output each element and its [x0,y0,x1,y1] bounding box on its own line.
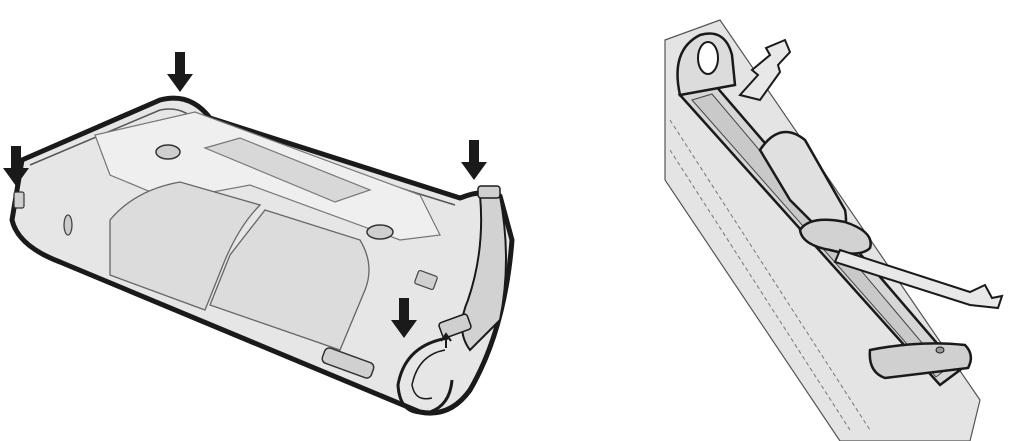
strap-loop [396,336,454,415]
down-arrow-icon [391,298,417,338]
side-slot-left [63,214,73,236]
strap-loop-inner [411,349,446,400]
top-ring-hole [697,41,719,75]
latch-knob-right [366,224,394,240]
strap-end-bottom [833,248,1004,310]
back-recess [203,137,372,203]
latch-knob-left [155,144,181,160]
down-arrow-icon [3,146,29,186]
up-arrow-icon [440,332,452,348]
down-arrow-icon [167,52,193,92]
down-arrow-icon [461,140,487,180]
strap-detail-illustration [640,0,1009,441]
hand-strap-band [461,193,507,352]
corner-bumper-left [13,191,25,209]
battery-cover-left [109,181,262,311]
strap-buckle-bottom [438,313,472,339]
bottom-latch-clip [868,342,973,380]
tablet-boot-illustration [3,52,515,416]
strap-clip-buckle [798,218,872,255]
side-port [414,269,438,291]
latch-rivet [935,346,945,354]
seam-line-2 [669,119,871,431]
strap-detail-drawing [664,19,1004,441]
strap-end-top [738,38,792,102]
battery-cover-right [209,209,370,351]
bottom-connector [321,347,375,379]
strap-buckle-top [477,185,501,199]
tablet-boot-drawing [3,52,515,416]
back-top-plate [94,111,441,241]
